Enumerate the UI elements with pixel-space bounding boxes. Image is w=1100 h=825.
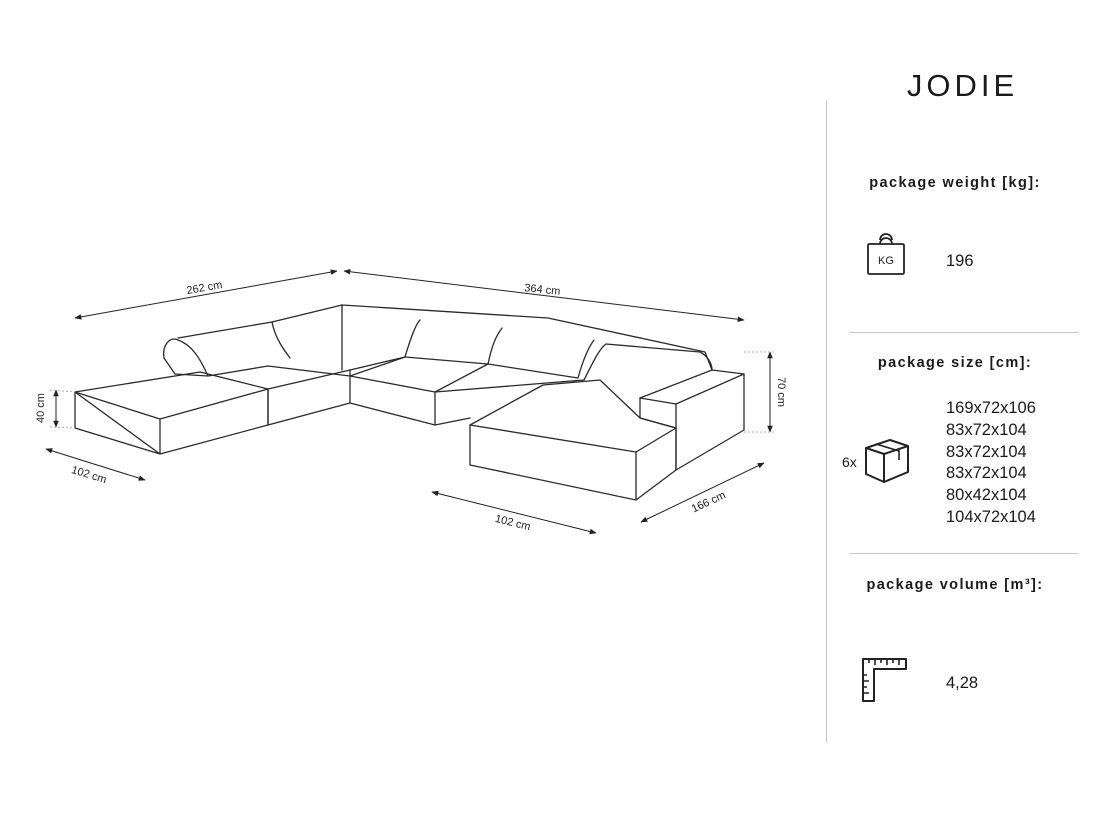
- volume-label: package volume [m³]:: [866, 577, 1044, 593]
- right-arm: [639, 369, 745, 471]
- package-size-2: 83x72x104: [946, 420, 1027, 439]
- right-chaise: [469, 379, 677, 453]
- package-size-3: 83x72x104: [946, 442, 1027, 461]
- divider-vertical: [826, 100, 827, 743]
- weight-label: package weight [kg]:: [869, 175, 1041, 191]
- package-size-4: 83x72x104: [946, 464, 1027, 483]
- dim-left-depth: 102 cm: [70, 464, 108, 486]
- dim-back-width: 364 cm: [524, 282, 561, 298]
- dim-right-depth: 166 cm: [690, 489, 728, 515]
- dim-total-height: 70 cm: [775, 377, 787, 407]
- divider-1: [849, 332, 1079, 333]
- package-size-6: 104x72x104: [946, 507, 1036, 526]
- package-multiplier: 6x: [842, 454, 857, 470]
- weight-value: 196: [946, 252, 974, 270]
- sofa-diagram: 262 cm 364 cm 40 cm 70 cm 102 cm 102 cm …: [35, 268, 787, 535]
- package-size-5: 80x42x104: [946, 486, 1027, 505]
- volume-value: 4,28: [946, 674, 979, 692]
- dim-seat-height: 40 cm: [35, 393, 47, 423]
- sofa-outline: [74, 304, 745, 501]
- weight-icon-text: KG: [878, 255, 894, 267]
- package-size-1: 169x72x106: [946, 399, 1036, 417]
- weight-kg-icon: KG: [866, 231, 906, 282]
- left-back: [163, 338, 209, 377]
- ruler-corner-icon: [861, 657, 909, 708]
- package-size-list: 169x72x106 83x72x104 83x72x104 83x72x104…: [946, 398, 1036, 529]
- size-label: package size [cm]:: [877, 355, 1033, 371]
- box-icon: [862, 438, 912, 489]
- divider-2: [849, 553, 1079, 554]
- product-title: JODIE: [906, 68, 1019, 103]
- left-chaise: [74, 371, 269, 455]
